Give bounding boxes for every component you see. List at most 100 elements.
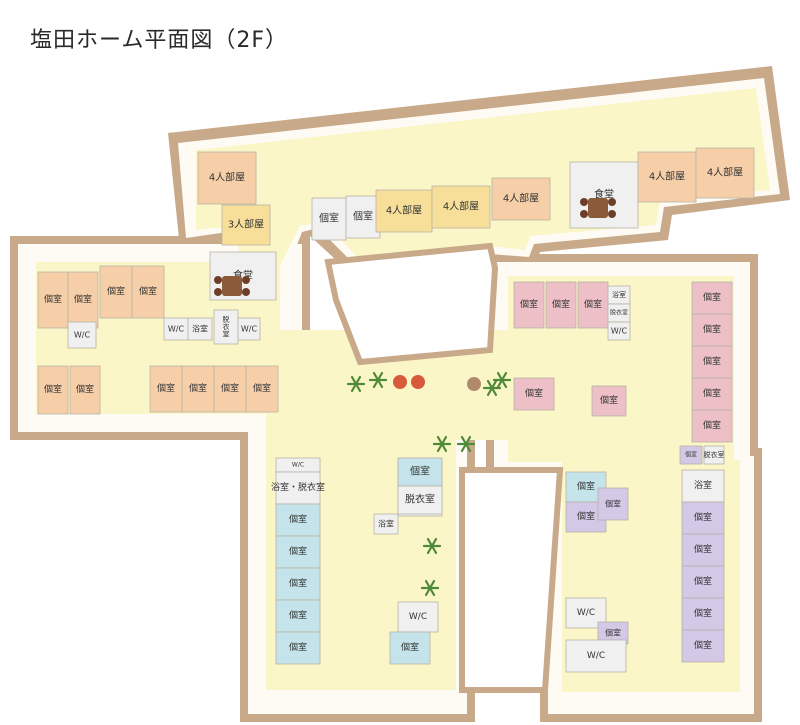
room-toilet: W/C xyxy=(565,639,627,673)
room-shape xyxy=(149,365,183,413)
plant-icon xyxy=(432,435,452,453)
plant-icon xyxy=(420,579,440,597)
room-shape xyxy=(513,281,545,329)
room-shape xyxy=(681,629,725,663)
room-private-room: 個室 xyxy=(37,365,69,415)
room-label: 個室 xyxy=(694,639,712,651)
room-private-room: 個室 xyxy=(545,281,577,329)
plant-icon xyxy=(346,375,366,393)
room-toilet: W/C xyxy=(163,317,189,341)
room-three-person-room: 3人部屋 xyxy=(221,204,271,246)
room-four-person-room: 4人部屋 xyxy=(197,151,257,205)
room-label: 脱衣室 xyxy=(223,315,230,339)
room-label: 3人部屋 xyxy=(228,218,264,231)
room-label: 個室 xyxy=(694,511,712,523)
room-shape xyxy=(69,365,101,415)
room-label: 個室 xyxy=(703,291,721,303)
room-toilet: W/C xyxy=(565,597,607,629)
room-shape xyxy=(375,189,433,233)
room-label: W/C xyxy=(241,325,258,334)
room-private-room: 個室 xyxy=(681,629,725,663)
room-label: W/C xyxy=(292,462,304,469)
room-shape xyxy=(513,377,555,411)
room-private-room: 個室 xyxy=(691,377,733,411)
room-label: W/C xyxy=(74,331,91,340)
room-private-room: 個室 xyxy=(397,457,443,487)
room-shape xyxy=(695,147,755,199)
room-private-room: 個室 xyxy=(577,281,609,329)
room-toilet: W/C xyxy=(67,321,97,349)
room-label: 個室 xyxy=(253,382,271,394)
room-shape xyxy=(275,599,321,633)
courtyard-south xyxy=(459,467,564,693)
room-label: 個室 xyxy=(76,383,94,395)
room-toilet: W/C xyxy=(607,321,631,341)
chair-icon xyxy=(393,375,407,389)
room-bath: 浴室 xyxy=(607,285,631,305)
room-shape xyxy=(431,185,491,229)
room-label: 個室 xyxy=(577,480,595,492)
room-label: 個室 xyxy=(600,394,618,406)
room-shape xyxy=(397,601,439,633)
dining-table-icon xyxy=(214,276,250,296)
room-shape xyxy=(397,457,443,487)
room-label: 食堂 xyxy=(594,188,614,201)
room-private-room: 個室 xyxy=(99,265,133,319)
room-label: 浴室 xyxy=(694,479,712,491)
room-shape xyxy=(597,487,629,521)
room-label: 個室 xyxy=(289,545,307,557)
room-label: 個室 xyxy=(139,285,157,297)
room-shape xyxy=(637,151,697,203)
room-shape xyxy=(275,471,321,505)
room-toilet: W/C xyxy=(397,601,439,633)
dining-table-icon xyxy=(580,198,616,218)
room-shape xyxy=(187,317,213,341)
room-private-room: 個室 xyxy=(691,281,733,315)
room-label: 個室 xyxy=(289,577,307,589)
room-label: 脱衣室 xyxy=(405,493,435,506)
room-private-room: 個室 xyxy=(691,313,733,347)
room-toilet: W/C xyxy=(237,317,261,341)
room-label: 個室 xyxy=(353,210,373,223)
room-label: 個室 xyxy=(703,323,721,335)
room-label: 浴室 xyxy=(192,324,208,334)
room-private-room: 個室 xyxy=(681,533,725,567)
room-label: 個室 xyxy=(685,451,697,459)
room-four-person-room: 4人部屋 xyxy=(375,189,433,233)
room-dressing: 脱衣室 xyxy=(704,445,725,465)
plant-icon xyxy=(368,371,388,389)
room-private-room: 個室 xyxy=(679,445,703,465)
room-shape xyxy=(221,204,271,246)
room-private-room: 個室 xyxy=(275,503,321,537)
room-label: 個室 xyxy=(703,355,721,367)
room-label: 4人部屋 xyxy=(649,170,685,183)
room-shape xyxy=(681,533,725,567)
room-private-room: 個室 xyxy=(131,265,165,319)
courtyard-north xyxy=(324,242,499,366)
room-label: 4人部屋 xyxy=(707,166,743,179)
room-label: 個室 xyxy=(605,628,621,638)
room-private-room: 個室 xyxy=(681,597,725,631)
room-toilet: W/C xyxy=(275,457,321,473)
room-shape xyxy=(275,631,321,665)
room-bath: 浴室 xyxy=(187,317,213,341)
room-private-room: 個室 xyxy=(245,365,279,413)
room-shape xyxy=(607,321,631,341)
room-shape xyxy=(397,485,443,515)
room-label: 個室 xyxy=(584,298,602,310)
room-label: 個室 xyxy=(525,387,543,399)
room-shape xyxy=(681,501,725,535)
room-label: 個室 xyxy=(703,387,721,399)
rooms-layer: 4人部屋3人部屋食堂個室個室4人部屋4人部屋4人部屋食堂4人部屋4人部屋脱衣室浴… xyxy=(37,147,755,673)
room-bath-dressing: 浴室・脱衣室 xyxy=(271,471,325,505)
room-label: W/C xyxy=(587,651,605,661)
room-private-room: 個室 xyxy=(597,487,629,521)
room-dressing: 脱衣室 xyxy=(397,485,443,515)
room-private-room: 個室 xyxy=(513,281,545,329)
room-label: 個室 xyxy=(520,298,538,310)
room-private-room: 個室 xyxy=(345,195,381,239)
room-bath: 浴室 xyxy=(681,469,725,503)
room-shape xyxy=(691,409,733,443)
plant-icon xyxy=(422,537,442,555)
room-label: W/C xyxy=(409,612,427,622)
